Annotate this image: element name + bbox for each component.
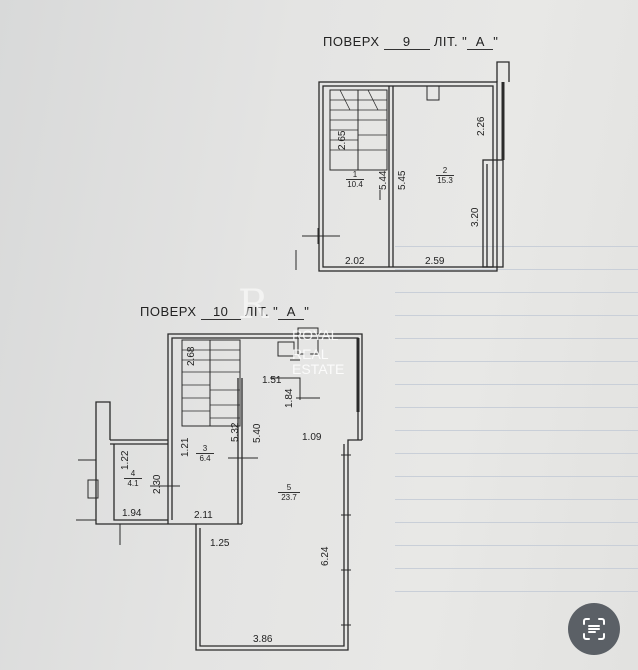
room-area: 10.4: [347, 180, 363, 189]
room-label: 4 4.1: [124, 469, 142, 488]
ruled-line: [395, 338, 638, 339]
dim-label: 1.21: [180, 437, 191, 457]
dim-label: 2.11: [194, 510, 213, 521]
ruled-line: [395, 361, 638, 362]
dim-label: 2.02: [345, 256, 365, 267]
room-area: 15.3: [437, 176, 453, 185]
dim-label: 6.24: [320, 546, 331, 566]
floor10-plan: [76, 327, 363, 651]
floor10-title: ПОВЕРХ 10 ЛІТ. "А": [140, 304, 309, 320]
watermark-logo: R: [238, 282, 269, 328]
room-area: 6.4: [199, 454, 211, 463]
ruled-line: [395, 384, 638, 385]
ruled-line: [395, 545, 638, 546]
room-area: 4.1: [127, 479, 139, 488]
dim-label: 2.68: [186, 346, 197, 366]
dim-label: 5.40: [252, 423, 263, 443]
lit-value: А: [467, 34, 494, 50]
room-number: 2: [436, 166, 454, 176]
floor9-plan: [295, 61, 510, 272]
room-label: 1 10.4: [346, 170, 364, 189]
floor-number: 9: [383, 34, 430, 50]
ruled-line: [395, 292, 638, 293]
ruled-line: [395, 315, 638, 316]
room-number: 4: [124, 469, 142, 479]
lit-suffix: ": [304, 304, 310, 319]
dim-label: 2.26: [476, 116, 487, 136]
ruled-line: [395, 407, 638, 408]
dim-label: 1.09: [302, 432, 322, 443]
ruled-line: [395, 568, 638, 569]
dim-label: 3.20: [470, 207, 481, 227]
dim-label: 1.94: [122, 508, 142, 519]
floor-label: ПОВЕРХ: [140, 304, 197, 319]
ruled-line: [395, 522, 638, 523]
room-area: 23.7: [281, 493, 297, 502]
lit-label: ЛІТ. ": [433, 34, 468, 49]
scan-text-icon: [583, 618, 605, 640]
watermark-line2: REAL ESTATE: [292, 346, 345, 377]
dim-label: 2.65: [337, 130, 348, 150]
ruled-line: [395, 591, 638, 592]
dim-label: 1.84: [284, 388, 295, 408]
room-number: 1: [346, 170, 364, 180]
dim-label: 2.59: [425, 256, 445, 267]
floor-number: 10: [200, 304, 241, 320]
dim-label: 3.86: [253, 634, 273, 645]
lit-suffix: ": [493, 34, 499, 49]
dim-label: 5.45: [397, 170, 408, 190]
room-number: 5: [278, 483, 300, 493]
dim-label: 5.32: [230, 422, 241, 442]
room-label: 5 23.7: [278, 483, 300, 502]
floor-label: ПОВЕРХ: [323, 34, 380, 49]
room-label: 3 6.4: [196, 444, 214, 463]
room-label: 2 15.3: [436, 166, 454, 185]
ruled-line: [395, 476, 638, 477]
lit-label: ЛІТ. ": [244, 304, 279, 319]
ruled-line: [395, 453, 638, 454]
dim-label: 1.51: [262, 375, 282, 386]
ruled-line: [395, 430, 638, 431]
dim-label: 5.44: [378, 170, 389, 190]
ruled-line: [395, 269, 638, 270]
dim-label: 1.22: [120, 450, 131, 470]
room-number: 3: [196, 444, 214, 454]
lit-value: А: [278, 304, 305, 320]
dim-label: 1.25: [210, 538, 230, 549]
ruled-line: [395, 499, 638, 500]
floor9-title: ПОВЕРХ 9 ЛІТ. "А": [323, 34, 498, 50]
ruled-line: [395, 246, 638, 247]
scan-text-button[interactable]: [568, 603, 620, 655]
watermark-line1: ROYAL: [292, 327, 339, 343]
dim-label: 2.30: [152, 474, 163, 494]
